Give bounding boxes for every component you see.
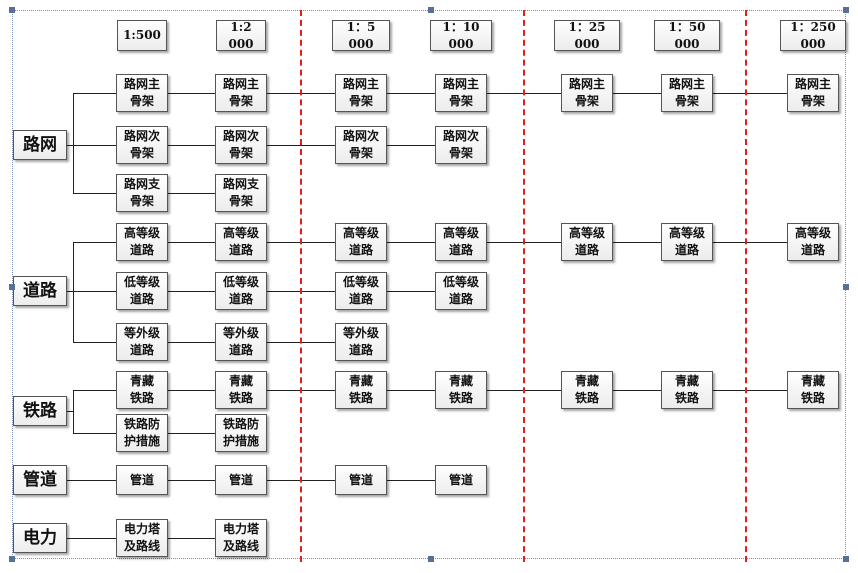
resize-handle[interactable] [843,284,849,290]
feature-box: 青藏 铁路 [561,371,613,409]
feature-box: 低等级 道路 [335,272,387,310]
feature-box: 等外级 道路 [116,323,168,361]
feature-box: 管道 [215,465,267,495]
feature-box: 高等级 道路 [561,223,613,261]
row-connector [73,291,461,292]
feature-box: 路网主 骨架 [335,74,387,112]
feature-box: 低等级 道路 [435,272,487,310]
feature-box: 路网支 骨架 [116,174,168,212]
feature-box: 路网支 骨架 [215,174,267,212]
feature-box: 铁路防 护措施 [215,414,267,452]
category-box: 电力 [13,523,67,553]
feature-box: 电力塔 及路线 [116,519,168,557]
feature-box: 路网主 骨架 [561,74,613,112]
feature-box: 等外级 道路 [215,323,267,361]
feature-box: 路网主 骨架 [215,74,267,112]
resize-handle[interactable] [843,7,849,13]
resize-handle[interactable] [9,556,15,562]
feature-box: 高等级 道路 [787,223,839,261]
feature-box: 青藏 铁路 [116,371,168,409]
feature-box: 路网主 骨架 [787,74,839,112]
scale-header-box: 1:2 000 [216,20,266,51]
category-box: 道路 [13,276,67,306]
feature-box: 青藏 铁路 [787,371,839,409]
scale-header-box: 1：5 000 [332,20,390,51]
feature-box: 低等级 道路 [116,272,168,310]
feature-box: 管道 [335,465,387,495]
feature-box: 路网主 骨架 [661,74,713,112]
feature-box: 高等级 道路 [215,223,267,261]
feature-box: 路网次 骨架 [335,126,387,164]
feature-box: 青藏 铁路 [215,371,267,409]
resize-handle[interactable] [9,7,15,13]
feature-box: 高等级 道路 [435,223,487,261]
scale-header-box: 1：250 000 [780,20,846,51]
row-connector [73,145,461,146]
category-connector [67,145,73,146]
feature-box: 路网主 骨架 [116,74,168,112]
feature-box: 路网次 骨架 [215,126,267,164]
scale-header-box: 1：50 000 [654,20,720,51]
feature-box: 高等级 道路 [335,223,387,261]
scale-divider-line [745,10,747,562]
scale-header-box: 1:500 [117,20,167,51]
feature-box: 低等级 道路 [215,272,267,310]
category-connector [67,411,73,412]
feature-box: 铁路防 护措施 [116,414,168,452]
resize-handle[interactable] [9,284,15,290]
trunk-line [73,390,74,433]
feature-box: 高等级 道路 [661,223,713,261]
feature-box: 管道 [116,465,168,495]
category-connector [67,291,73,292]
scale-divider-line [300,10,302,562]
scale-header-box: 1：25 000 [554,20,620,51]
feature-box: 高等级 道路 [116,223,168,261]
category-box: 管道 [13,465,67,495]
scale-header-box: 1：10 000 [430,20,492,51]
feature-box: 路网次 骨架 [435,126,487,164]
feature-box: 路网主 骨架 [435,74,487,112]
feature-box: 青藏 铁路 [335,371,387,409]
resize-handle[interactable] [428,556,434,562]
feature-box: 管道 [435,465,487,495]
category-box: 铁路 [13,396,67,426]
feature-box: 电力塔 及路线 [215,519,267,557]
category-box: 路网 [13,130,67,160]
trunk-line [73,93,74,193]
resize-handle[interactable] [843,556,849,562]
resize-handle[interactable] [428,7,434,13]
feature-box: 青藏 铁路 [661,371,713,409]
feature-box: 等外级 道路 [335,323,387,361]
trunk-line [73,242,74,342]
feature-box: 路网次 骨架 [116,126,168,164]
feature-box: 青藏 铁路 [435,371,487,409]
scale-divider-line [523,10,525,562]
